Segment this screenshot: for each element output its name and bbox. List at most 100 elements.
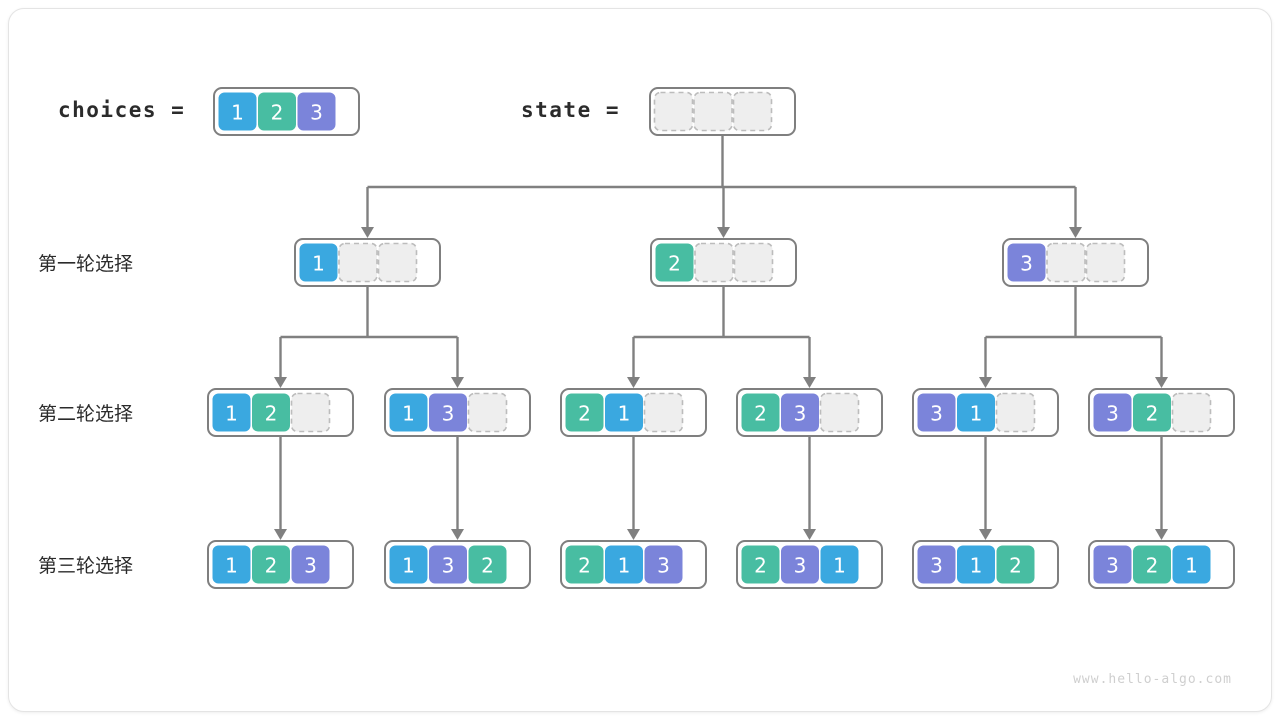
filled-cell: 1 bbox=[1172, 545, 1211, 584]
filled-cell: 3 bbox=[297, 92, 336, 131]
empty-cell bbox=[653, 91, 694, 132]
state-box bbox=[649, 87, 796, 136]
connectors-layer bbox=[274, 135, 1168, 540]
filled-cell: 3 bbox=[781, 393, 819, 432]
cell-value: 1 bbox=[970, 402, 983, 426]
cell-value: 3 bbox=[794, 402, 807, 426]
state-box-round-1-3: 3 bbox=[1002, 238, 1149, 287]
arrow-head-icon bbox=[803, 529, 816, 540]
choices-label: choices = bbox=[58, 98, 185, 122]
arrow-head-icon bbox=[1155, 377, 1168, 388]
empty-cell bbox=[694, 242, 734, 283]
cell-value: 2 bbox=[1146, 554, 1159, 578]
cell-value: 1 bbox=[402, 554, 415, 578]
filled-cell: 2 bbox=[252, 393, 290, 432]
filled-cell: 3 bbox=[1093, 545, 1132, 584]
filled-cell: 1 bbox=[957, 393, 995, 432]
filled-cell: 2 bbox=[996, 545, 1035, 584]
filled-cell: 2 bbox=[741, 545, 780, 584]
filled-cell: 2 bbox=[565, 393, 604, 432]
cell-value: 3 bbox=[1106, 402, 1119, 426]
filled-cell: 1 bbox=[605, 545, 643, 584]
watermark: www.hello-algo.com bbox=[1073, 672, 1232, 687]
row-label-round-2: 第二轮选择 bbox=[38, 403, 133, 425]
cell-value: 1 bbox=[231, 101, 244, 125]
cell-value: 1 bbox=[312, 252, 325, 276]
labels-layer: choices = state = 第一轮选择 第二轮选择 第三轮选择 www.… bbox=[38, 98, 1232, 687]
filled-cell: 2 bbox=[1133, 545, 1171, 584]
cell-value: 2 bbox=[481, 554, 494, 578]
empty-cell bbox=[1046, 242, 1086, 283]
cell-value: 2 bbox=[265, 554, 278, 578]
filled-cell: 3 bbox=[781, 545, 819, 584]
arrow-head-icon bbox=[274, 529, 287, 540]
filled-cell: 1 bbox=[299, 243, 338, 282]
arrow-head-icon bbox=[451, 377, 464, 388]
cell-value: 2 bbox=[1146, 402, 1159, 426]
cell-value: 1 bbox=[1185, 554, 1198, 578]
filled-cell: 2 bbox=[741, 393, 780, 432]
cell-value: 3 bbox=[304, 554, 317, 578]
arrow-head-icon bbox=[627, 377, 640, 388]
cell-value: 1 bbox=[225, 554, 238, 578]
filled-cell: 3 bbox=[291, 545, 330, 584]
cell-value: 2 bbox=[668, 252, 681, 276]
filled-cell: 1 bbox=[218, 92, 257, 131]
cell-value: 1 bbox=[225, 402, 238, 426]
empty-cell bbox=[1085, 242, 1126, 283]
empty-cell bbox=[338, 242, 378, 283]
arrow-head-icon bbox=[1155, 529, 1168, 540]
arrow-head-icon bbox=[717, 227, 730, 238]
state-box-round-3-2: 1 3 2 bbox=[384, 540, 531, 589]
arrow-head-icon bbox=[274, 377, 287, 388]
empty-cell bbox=[995, 392, 1036, 433]
filled-cell: 3 bbox=[1007, 243, 1046, 282]
state-box-round-3-1: 1 2 3 bbox=[207, 540, 354, 589]
arrow-head-icon bbox=[1069, 227, 1082, 238]
arrow-head-icon bbox=[979, 529, 992, 540]
filled-cell: 2 bbox=[252, 545, 290, 584]
empty-cell bbox=[732, 91, 773, 132]
cell-value: 3 bbox=[657, 554, 670, 578]
state-box-round-1-1: 1 bbox=[294, 238, 441, 287]
filled-cell: 2 bbox=[258, 92, 296, 131]
cell-value: 3 bbox=[310, 101, 323, 125]
filled-cell: 2 bbox=[655, 243, 694, 282]
row-label-round-3: 第三轮选择 bbox=[38, 555, 133, 577]
filled-cell: 1 bbox=[957, 545, 995, 584]
cell-value: 3 bbox=[930, 554, 943, 578]
empty-cell bbox=[643, 392, 684, 433]
arrow-head-icon bbox=[803, 377, 816, 388]
cell-value: 1 bbox=[618, 554, 631, 578]
filled-cell: 2 bbox=[468, 545, 507, 584]
arrow-head-icon bbox=[451, 529, 464, 540]
empty-cell bbox=[693, 91, 733, 132]
filled-cell: 1 bbox=[389, 545, 428, 584]
empty-cell bbox=[819, 392, 860, 433]
cell-value: 1 bbox=[402, 402, 415, 426]
empty-cell bbox=[1171, 392, 1212, 433]
cell-value: 2 bbox=[1009, 554, 1022, 578]
state-box-round-1-2: 2 bbox=[650, 238, 797, 287]
cell-value: 3 bbox=[1020, 252, 1033, 276]
empty-cell bbox=[377, 242, 418, 283]
filled-cell: 1 bbox=[389, 393, 428, 432]
filled-cell: 1 bbox=[605, 393, 643, 432]
cell-value: 3 bbox=[442, 554, 455, 578]
cell-value: 2 bbox=[754, 554, 767, 578]
filled-cell: 1 bbox=[820, 545, 859, 584]
row-label-round-1: 第一轮选择 bbox=[38, 253, 133, 275]
arrow-head-icon bbox=[361, 227, 374, 238]
cell-value: 2 bbox=[265, 402, 278, 426]
cell-value: 3 bbox=[794, 554, 807, 578]
